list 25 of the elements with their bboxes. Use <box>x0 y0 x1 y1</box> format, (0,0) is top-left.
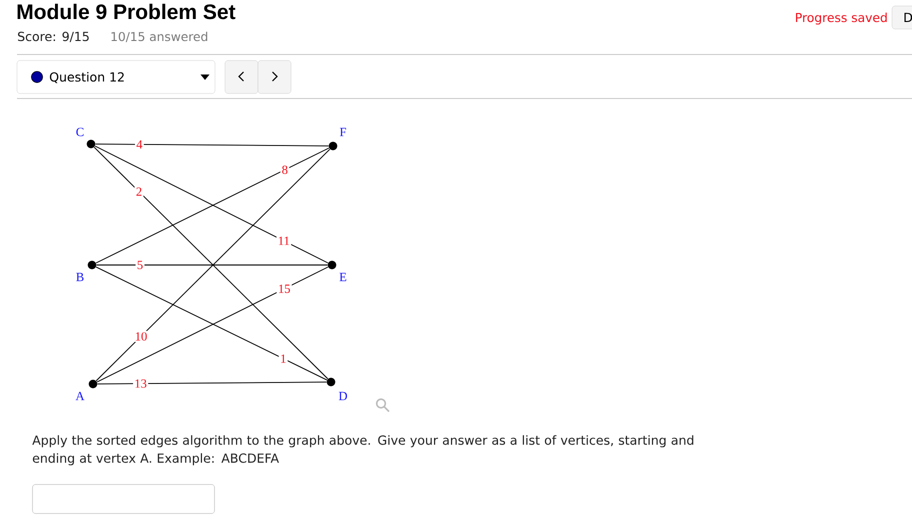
progress-status: Progress saved <box>796 12 887 25</box>
vertex-letter: A <box>76 392 84 400</box>
page-title: Module 9 Problem Set <box>18 4 236 20</box>
graph-edge <box>96 264 328 266</box>
vertex-letter: B <box>76 272 84 282</box>
edge-weight: 8 <box>280 164 290 176</box>
edge-weight: 5 <box>136 260 144 270</box>
edge-weight: 10 <box>133 330 149 342</box>
graph-edge <box>97 382 327 384</box>
question-text: Apply the sorted edges algorithm to the graph above. Give your answer as a list of vertices, starting and ending at vertex A. Example: ABCDEFA <box>32 435 694 466</box>
vertex-letter: D <box>338 392 348 400</box>
vertex-letter: E <box>340 272 346 282</box>
vertex-letter: C <box>76 128 84 136</box>
vertex-letter: F <box>340 128 346 136</box>
edge-weight: 4 <box>134 139 144 150</box>
header-button: D <box>892 6 912 30</box>
graph-edge <box>95 144 329 146</box>
question-dropdown: Question 12 <box>16 60 216 94</box>
answered-count: 10/15 answered <box>112 32 208 42</box>
edge-weight: 2 <box>134 186 144 198</box>
score-text: Score: 9/15 <box>18 32 89 42</box>
edge-weight: 13 <box>133 378 148 390</box>
edge-weight: 1 <box>278 353 288 364</box>
edge-weight: 15 <box>276 283 292 294</box>
edge-weight: 11 <box>276 235 292 246</box>
